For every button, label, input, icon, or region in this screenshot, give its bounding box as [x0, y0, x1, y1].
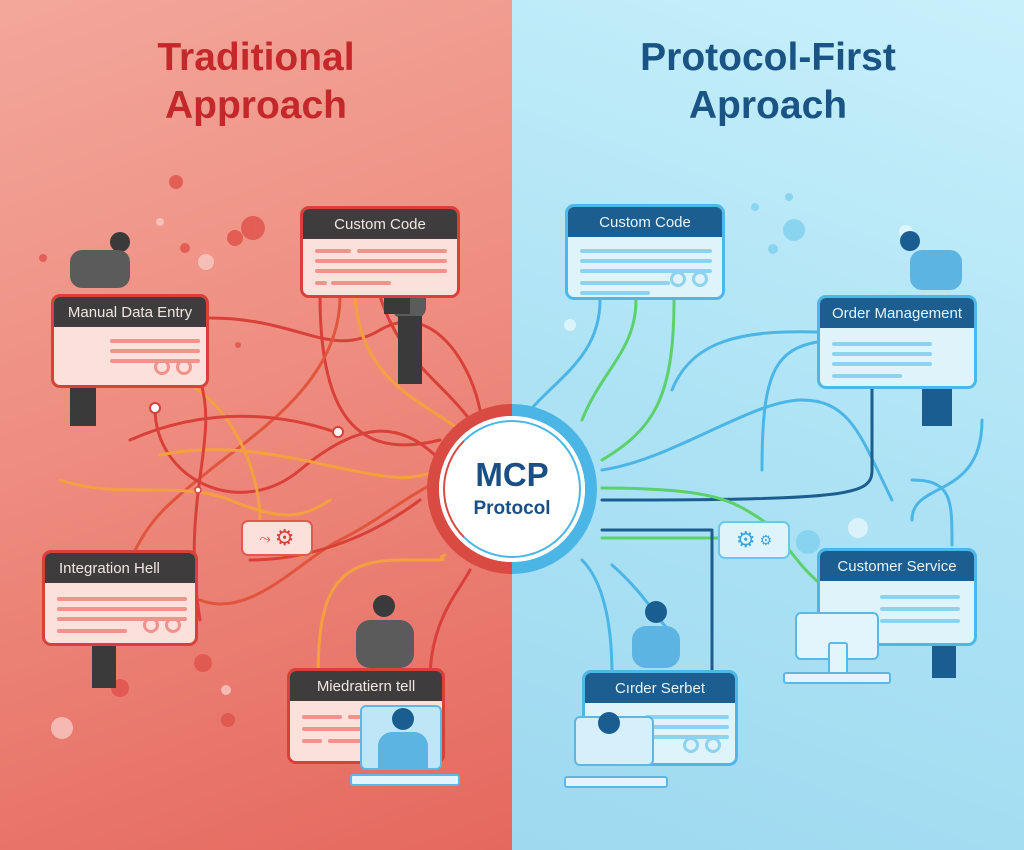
- manual-data-entry-card: Manual Data Entry: [51, 294, 209, 388]
- integration-hell-card: Integration Hell: [42, 550, 198, 646]
- title-line-2: Approach: [164, 84, 347, 127]
- status-dots: [670, 271, 708, 287]
- monitor-stand: [828, 642, 848, 676]
- card-header: Custom Code: [303, 209, 457, 239]
- settings-widget: ⤳ ⚙: [241, 520, 313, 556]
- hub-ring: [443, 420, 581, 558]
- card-header: Cırder Serbet: [585, 673, 735, 703]
- card-header: Miedratiern tell: [290, 671, 442, 701]
- hub-subtitle: Protocol: [473, 498, 551, 519]
- tangled-connections: [39, 175, 482, 739]
- card-header: Customer Service: [820, 551, 974, 581]
- traditional-title: Traditional Approach: [0, 34, 512, 130]
- monitor-base: [564, 776, 668, 788]
- person-avatar: [598, 712, 620, 734]
- status-dots: [143, 617, 181, 633]
- monitor-base: [350, 774, 460, 786]
- monitor-base: [783, 672, 891, 684]
- person-body: [378, 732, 428, 770]
- card-header: Manual Data Entry: [54, 297, 206, 327]
- protocol-first-title: Protocol-First Aproach: [512, 34, 1024, 130]
- title-line-2: Aproach: [688, 84, 848, 127]
- person-avatar: [392, 708, 414, 730]
- title-line-1: Traditional: [157, 36, 355, 79]
- traditional-approach-panel: Traditional Approach: [0, 0, 512, 850]
- workflow-icon: ⤳: [259, 529, 271, 546]
- title-line-1: Protocol-First: [640, 36, 896, 79]
- status-dots: [154, 359, 192, 375]
- gear-icon: ⚙: [735, 527, 756, 552]
- hub-title: MCP: [475, 456, 549, 493]
- mcp-protocol-hub: MCP Protocol: [427, 404, 597, 574]
- card-header: Order Management: [820, 298, 974, 328]
- gear-icon: ⚙: [274, 525, 295, 550]
- custom-code-card: Custom Code: [300, 206, 460, 298]
- card-header: Integration Hell: [45, 553, 195, 583]
- custom-code-card: Custom Code: [565, 204, 725, 300]
- status-dots: [683, 737, 721, 753]
- card-header: Custom Code: [568, 207, 722, 237]
- settings-widget: ⚙ ⚙: [718, 521, 790, 559]
- order-management-card: Order Management: [817, 295, 977, 389]
- small-gear-icon: ⚙: [759, 531, 773, 548]
- protocol-first-approach-panel: Protocol-First Aproach: [512, 0, 1024, 850]
